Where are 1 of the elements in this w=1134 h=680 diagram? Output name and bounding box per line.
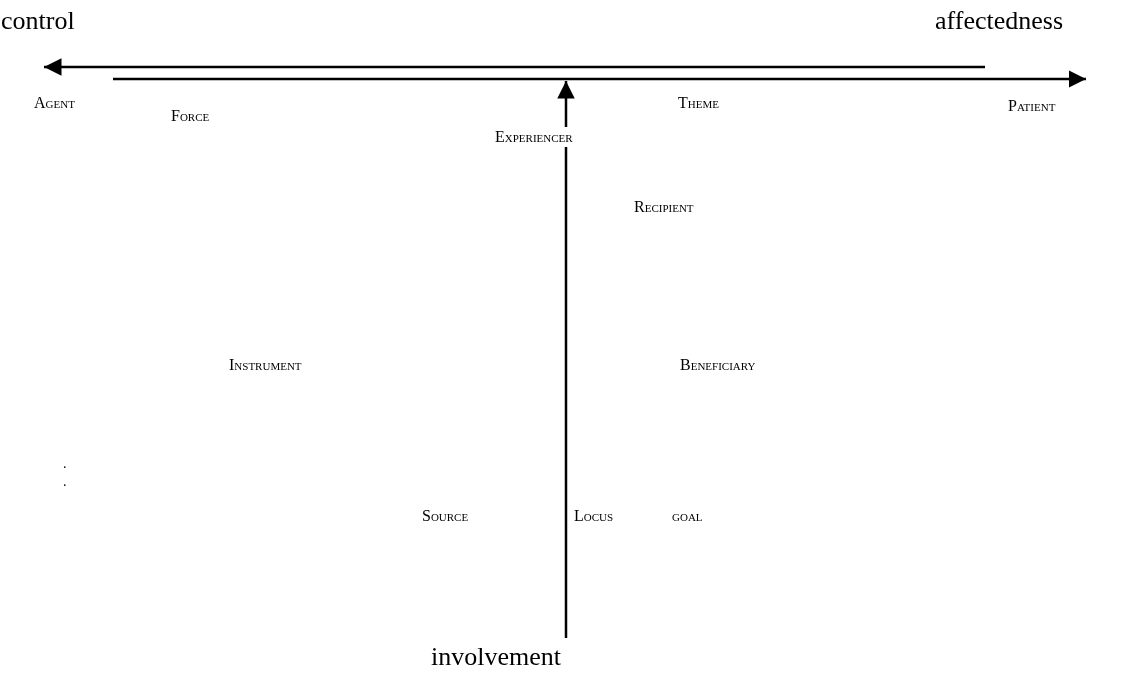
axis-label: Experiencer [494, 127, 574, 147]
